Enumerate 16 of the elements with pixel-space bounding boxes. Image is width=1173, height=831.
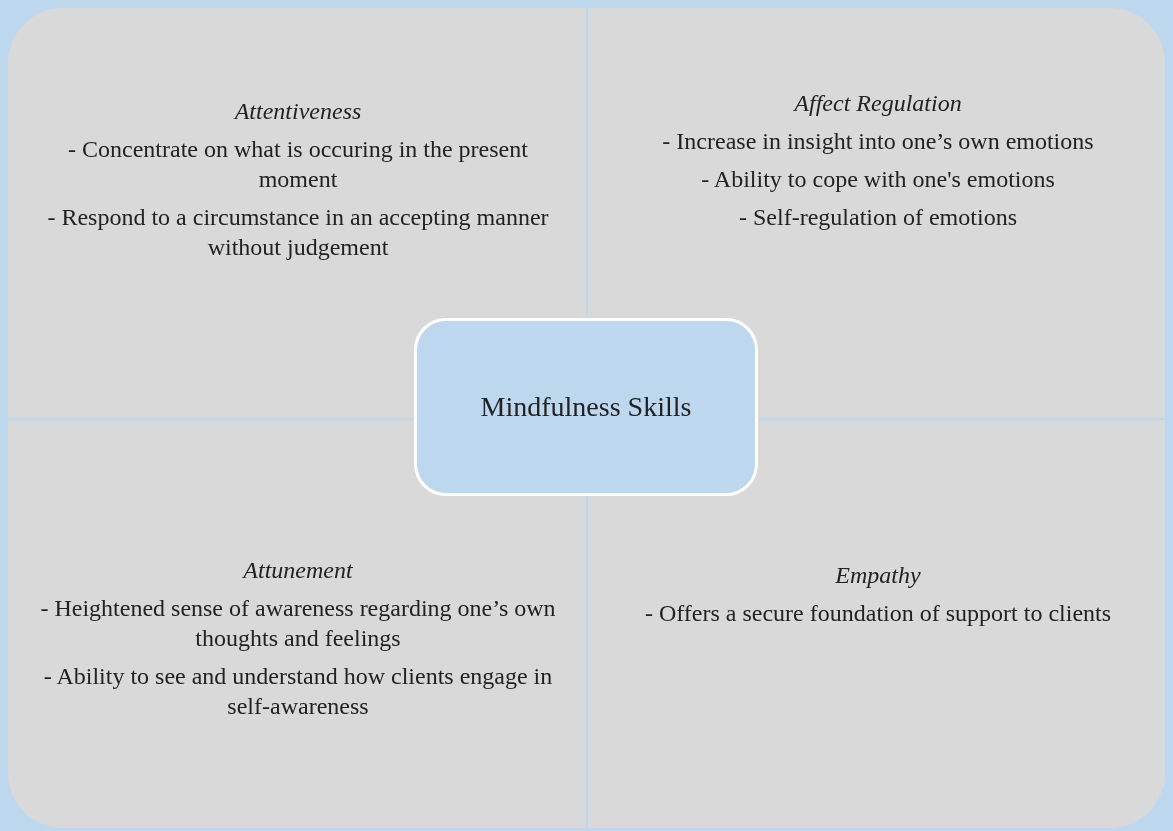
quadrant-panel xyxy=(8,420,586,828)
bullet-text: - Concentrate on what is occuring in the present moment xyxy=(67,135,529,194)
bullet-text: - Increase in insight into one’s own emotions xyxy=(661,127,1095,156)
quadrant-panel xyxy=(588,420,1165,828)
bullet-text: - Self-regulation of emotions xyxy=(738,203,1018,232)
bullet-text: - Respond to a circumstance in an accepting manner without judgement xyxy=(46,203,550,262)
quadrant-heading: Attentiveness xyxy=(232,97,363,126)
quadrant-heading: Attunement xyxy=(241,556,354,585)
bullet-text: - Offers a secure foundation of support to clients xyxy=(643,599,1113,628)
center-box xyxy=(414,318,758,496)
bullet-text: - Heightened sense of awareness regarding one’s own thoughts and feelings xyxy=(39,594,557,653)
bullet-text: - Ability to cope with one's emotions xyxy=(700,165,1056,194)
quadrant-heading: Empathy xyxy=(834,561,922,590)
bullet-text: - Ability to see and understand how clients engage in self-awareness xyxy=(42,662,554,721)
quadrant-heading: Affect Regulation xyxy=(792,89,963,118)
center-title: Mindfulness Skills xyxy=(480,391,692,423)
